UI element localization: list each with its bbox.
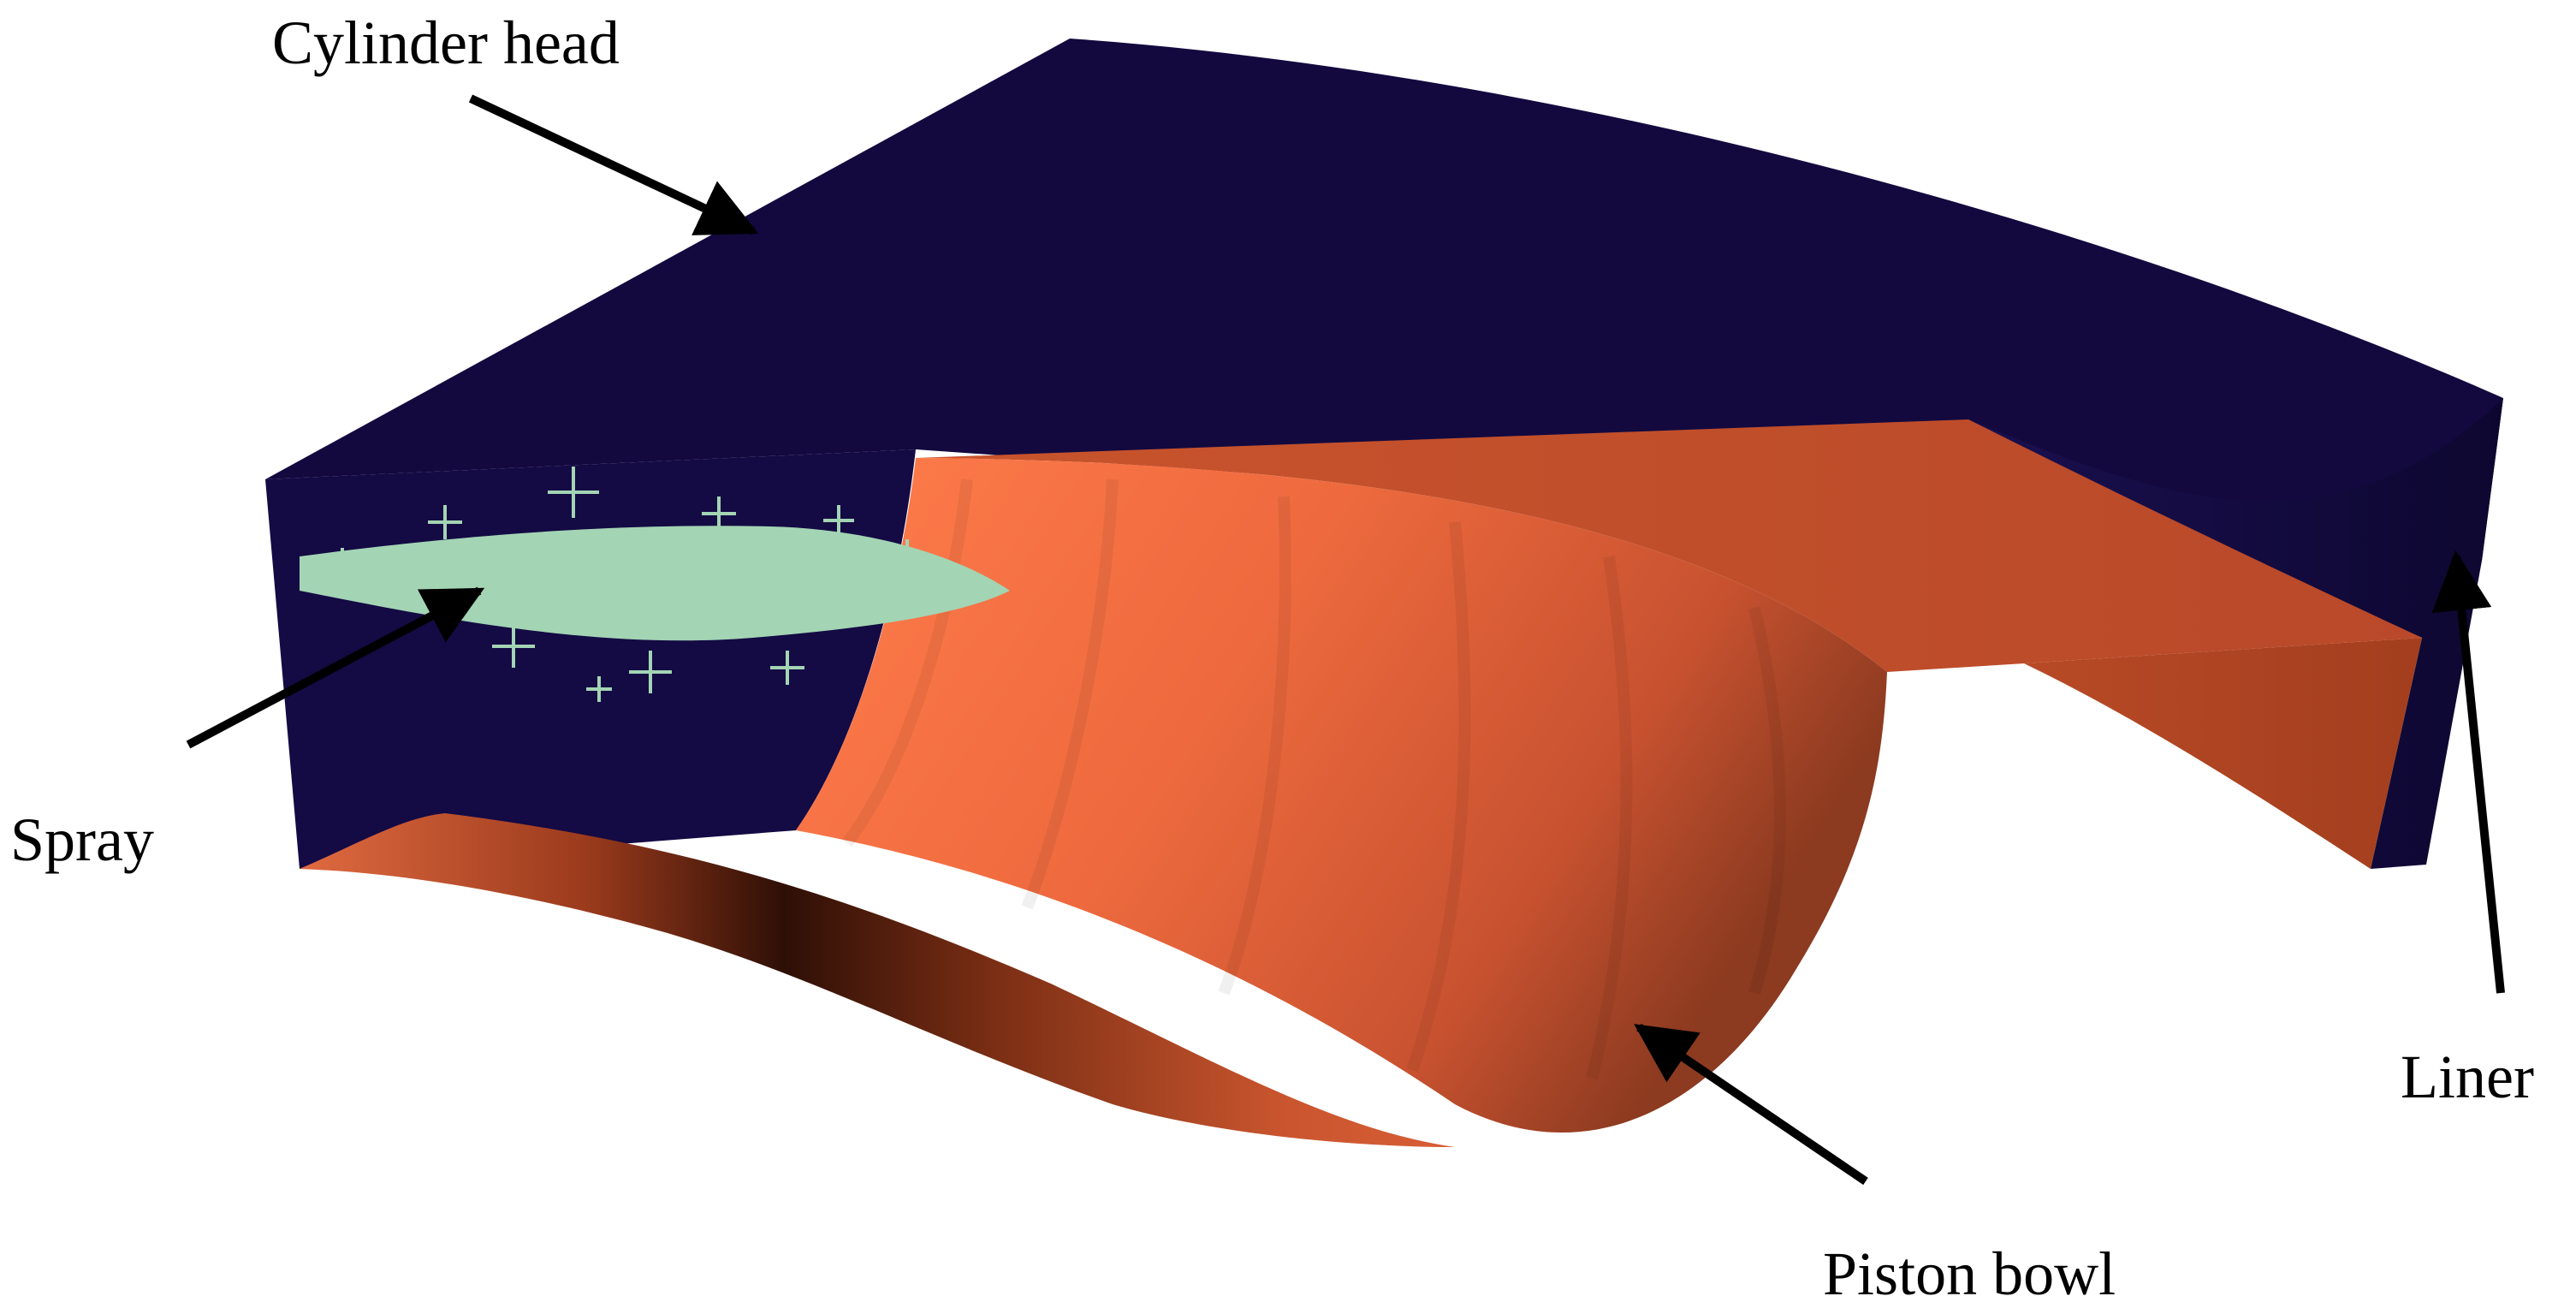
label-spray: Spray bbox=[10, 806, 154, 874]
label-liner: Liner bbox=[2401, 1043, 2534, 1111]
liner-wall bbox=[1968, 398, 2503, 869]
piston-bowl bbox=[300, 419, 2422, 1147]
label-piston-bowl: Piston bowl bbox=[1823, 1240, 2116, 1308]
cylinder-head-arrow bbox=[468, 94, 759, 235]
spray-particles bbox=[329, 467, 920, 702]
piston-bowl-bottom bbox=[300, 813, 1455, 1147]
callout-arrows bbox=[186, 94, 2505, 1186]
spray-arrow bbox=[186, 586, 485, 749]
liner-arrow bbox=[2431, 550, 2505, 994]
piston-right-wall bbox=[2024, 638, 2422, 869]
piston-top-ledge bbox=[916, 419, 2422, 672]
piston-bowl-front bbox=[796, 458, 1887, 1133]
piston-shading-bands bbox=[842, 479, 1786, 1080]
piston-bowl-arrow bbox=[1634, 1023, 1868, 1186]
label-cylinder-head: Cylinder head bbox=[272, 9, 620, 77]
